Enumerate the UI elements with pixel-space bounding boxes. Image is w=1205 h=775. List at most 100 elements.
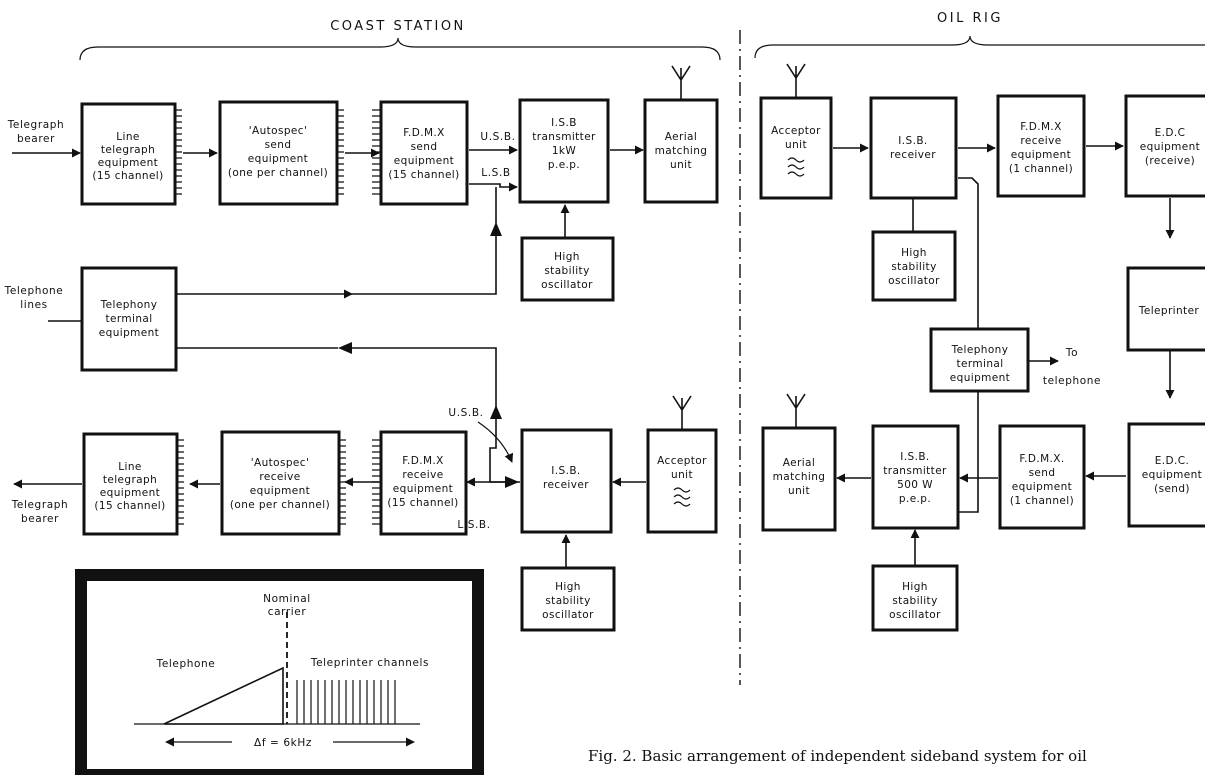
- to-telephone-label-1: To: [1065, 347, 1078, 359]
- svg-text:High: High: [901, 247, 927, 259]
- telephone-lines-label-2: lines: [20, 299, 47, 311]
- svg-text:(receive): (receive): [1145, 155, 1195, 167]
- svg-text:I.S.B.: I.S.B.: [551, 465, 580, 477]
- spectrum-teleprinter-label: Teleprinter channels: [310, 657, 429, 669]
- figure-caption: Fig. 2. Basic arrangement of independent…: [588, 747, 1087, 765]
- svg-text:oscillator: oscillator: [888, 275, 940, 287]
- antenna-icon: [671, 65, 691, 100]
- svg-text:telegraph: telegraph: [103, 474, 157, 486]
- svg-text:equipment: equipment: [98, 157, 158, 169]
- svg-text:F.D.M.X: F.D.M.X: [402, 455, 444, 467]
- line-telegraph-tx-block: Line telegraph equipment (15 channel): [80, 102, 182, 206]
- svg-text:oscillator: oscillator: [889, 609, 941, 621]
- svg-text:High: High: [902, 581, 928, 593]
- svg-text:F.D.M.X: F.D.M.X: [403, 127, 445, 139]
- telephony-terminal-coast-block: Telephony terminal equipment: [80, 266, 178, 372]
- svg-text:Telephony: Telephony: [951, 344, 1009, 356]
- svg-text:Line: Line: [118, 461, 141, 473]
- svg-text:I.S.B.: I.S.B.: [898, 135, 927, 147]
- svg-text:receive: receive: [259, 471, 300, 483]
- svg-text:High: High: [554, 251, 580, 263]
- svg-text:Aerial: Aerial: [665, 131, 697, 143]
- svg-text:(one per channel): (one per channel): [230, 499, 330, 511]
- coast-station-heading: COAST STATION: [330, 19, 466, 34]
- oscillator-tx-block: High stability oscillator: [520, 236, 615, 302]
- svg-text:receiver: receiver: [543, 479, 589, 491]
- telegraph-bearer-in-label-1: Telegraph: [7, 119, 65, 131]
- svg-text:stability: stability: [892, 595, 937, 607]
- svg-text:send: send: [411, 141, 438, 153]
- svg-text:500 W: 500 W: [897, 479, 933, 491]
- svg-text:terminal: terminal: [105, 313, 152, 325]
- svg-text:equipment: equipment: [1012, 481, 1072, 493]
- edc-receive-block: E.D.C equipment (receive): [1124, 94, 1205, 198]
- svg-text:transmitter: transmitter: [883, 465, 947, 477]
- isb-transmitter-1kw-block: I.S.B transmitter 1kW p.e.p.: [518, 98, 610, 204]
- svg-text:receive: receive: [402, 469, 443, 481]
- antenna-icon: [786, 63, 806, 98]
- telegraph-bearer-out-label-2: bearer: [21, 513, 59, 525]
- svg-text:equipment: equipment: [100, 487, 160, 499]
- svg-text:equipment: equipment: [99, 327, 159, 339]
- filter-icon: [673, 487, 691, 507]
- svg-text:oscillator: oscillator: [542, 609, 594, 621]
- svg-text:(send): (send): [1154, 483, 1190, 495]
- svg-text:Acceptor: Acceptor: [657, 455, 707, 467]
- acceptor-coast-block: Acceptor unit: [646, 428, 718, 534]
- isb-receiver-rig-block: I.S.B. receiver: [869, 96, 958, 200]
- svg-text:matching: matching: [655, 145, 708, 157]
- svg-text:equipment: equipment: [1142, 469, 1202, 481]
- teleprinter-block: Teleprinter: [1126, 266, 1205, 352]
- svg-text:(15 channel): (15 channel): [387, 497, 458, 509]
- svg-text:I.S.B.: I.S.B.: [900, 451, 929, 463]
- svg-text:(1 channel): (1 channel): [1010, 495, 1074, 507]
- usb-bottom-label: U.S.B.: [448, 407, 483, 419]
- usb-top-label: U.S.B.: [480, 131, 515, 143]
- aerial-matching-rig-block: Aerial matching unit: [761, 426, 837, 532]
- svg-text:equipment: equipment: [393, 483, 453, 495]
- svg-text:stability: stability: [544, 265, 589, 277]
- svg-text:Telephony: Telephony: [100, 299, 158, 311]
- antenna-icon: [786, 393, 806, 428]
- svg-text:High: High: [555, 581, 581, 593]
- oil-rig-heading: OIL RIG: [937, 11, 1003, 26]
- svg-text:(1 channel): (1 channel): [1009, 163, 1073, 175]
- svg-text:Line: Line: [116, 131, 139, 143]
- spectrum-telephone-label: Telephone: [156, 658, 216, 670]
- antenna-icon: [672, 395, 692, 430]
- svg-text:Nominal: Nominal: [263, 593, 311, 605]
- coast-station-brace: [79, 37, 721, 61]
- svg-text:(15 channel): (15 channel): [388, 169, 459, 181]
- lsb-bottom-label: L.S.B.: [457, 519, 490, 531]
- telephone-lines-label-1: Telephone: [4, 285, 64, 297]
- svg-text:equipment: equipment: [394, 155, 454, 167]
- filter-icon: [787, 157, 805, 177]
- svg-text:stability: stability: [891, 261, 936, 273]
- spectrum-inset: Nominal carrier Telephone Teleprinter ch…: [75, 569, 484, 775]
- svg-text:I.S.B: I.S.B: [551, 117, 577, 129]
- svg-text:'Autospec': 'Autospec': [249, 125, 308, 137]
- oscillator-rig-top-block: High stability oscillator: [871, 230, 957, 302]
- delta-f-label: Δf = 6kHz: [254, 737, 312, 749]
- fdmx-send-block: F.D.M.X send equipment (15 channel): [372, 100, 469, 206]
- svg-text:unit: unit: [788, 485, 810, 497]
- aerial-matching-tx-block: Aerial matching unit: [643, 98, 719, 204]
- svg-text:equipment: equipment: [250, 485, 310, 497]
- svg-text:1kW: 1kW: [552, 145, 577, 157]
- fdmx-send-rig-block: F.D.M.X. send equipment (1 channel): [998, 424, 1086, 530]
- svg-text:p.e.p.: p.e.p.: [899, 493, 931, 505]
- svg-text:Acceptor: Acceptor: [771, 125, 821, 137]
- telephony-terminal-rig-block: Telephony terminal equipment: [929, 327, 1030, 393]
- svg-text:(15 channel): (15 channel): [92, 170, 163, 182]
- fdmx-receive-rig-block: F.D.M.X receive equipment (1 channel): [996, 94, 1086, 198]
- oscillator-rig-bottom-block: High stability oscillator: [871, 564, 959, 632]
- svg-text:equipment: equipment: [1140, 141, 1200, 153]
- lsb-top-label: L.S.B: [481, 167, 510, 179]
- acceptor-rig-block: Acceptor unit: [759, 96, 833, 200]
- svg-text:send: send: [1029, 467, 1056, 479]
- oscillator-rx-block: High stability oscillator: [520, 566, 616, 632]
- svg-text:F.D.M.X.: F.D.M.X.: [1019, 453, 1064, 465]
- teleprinter-channel-bars: [296, 680, 396, 724]
- svg-text:Teleprinter: Teleprinter: [1138, 305, 1200, 317]
- svg-text:(15 channel): (15 channel): [94, 500, 165, 512]
